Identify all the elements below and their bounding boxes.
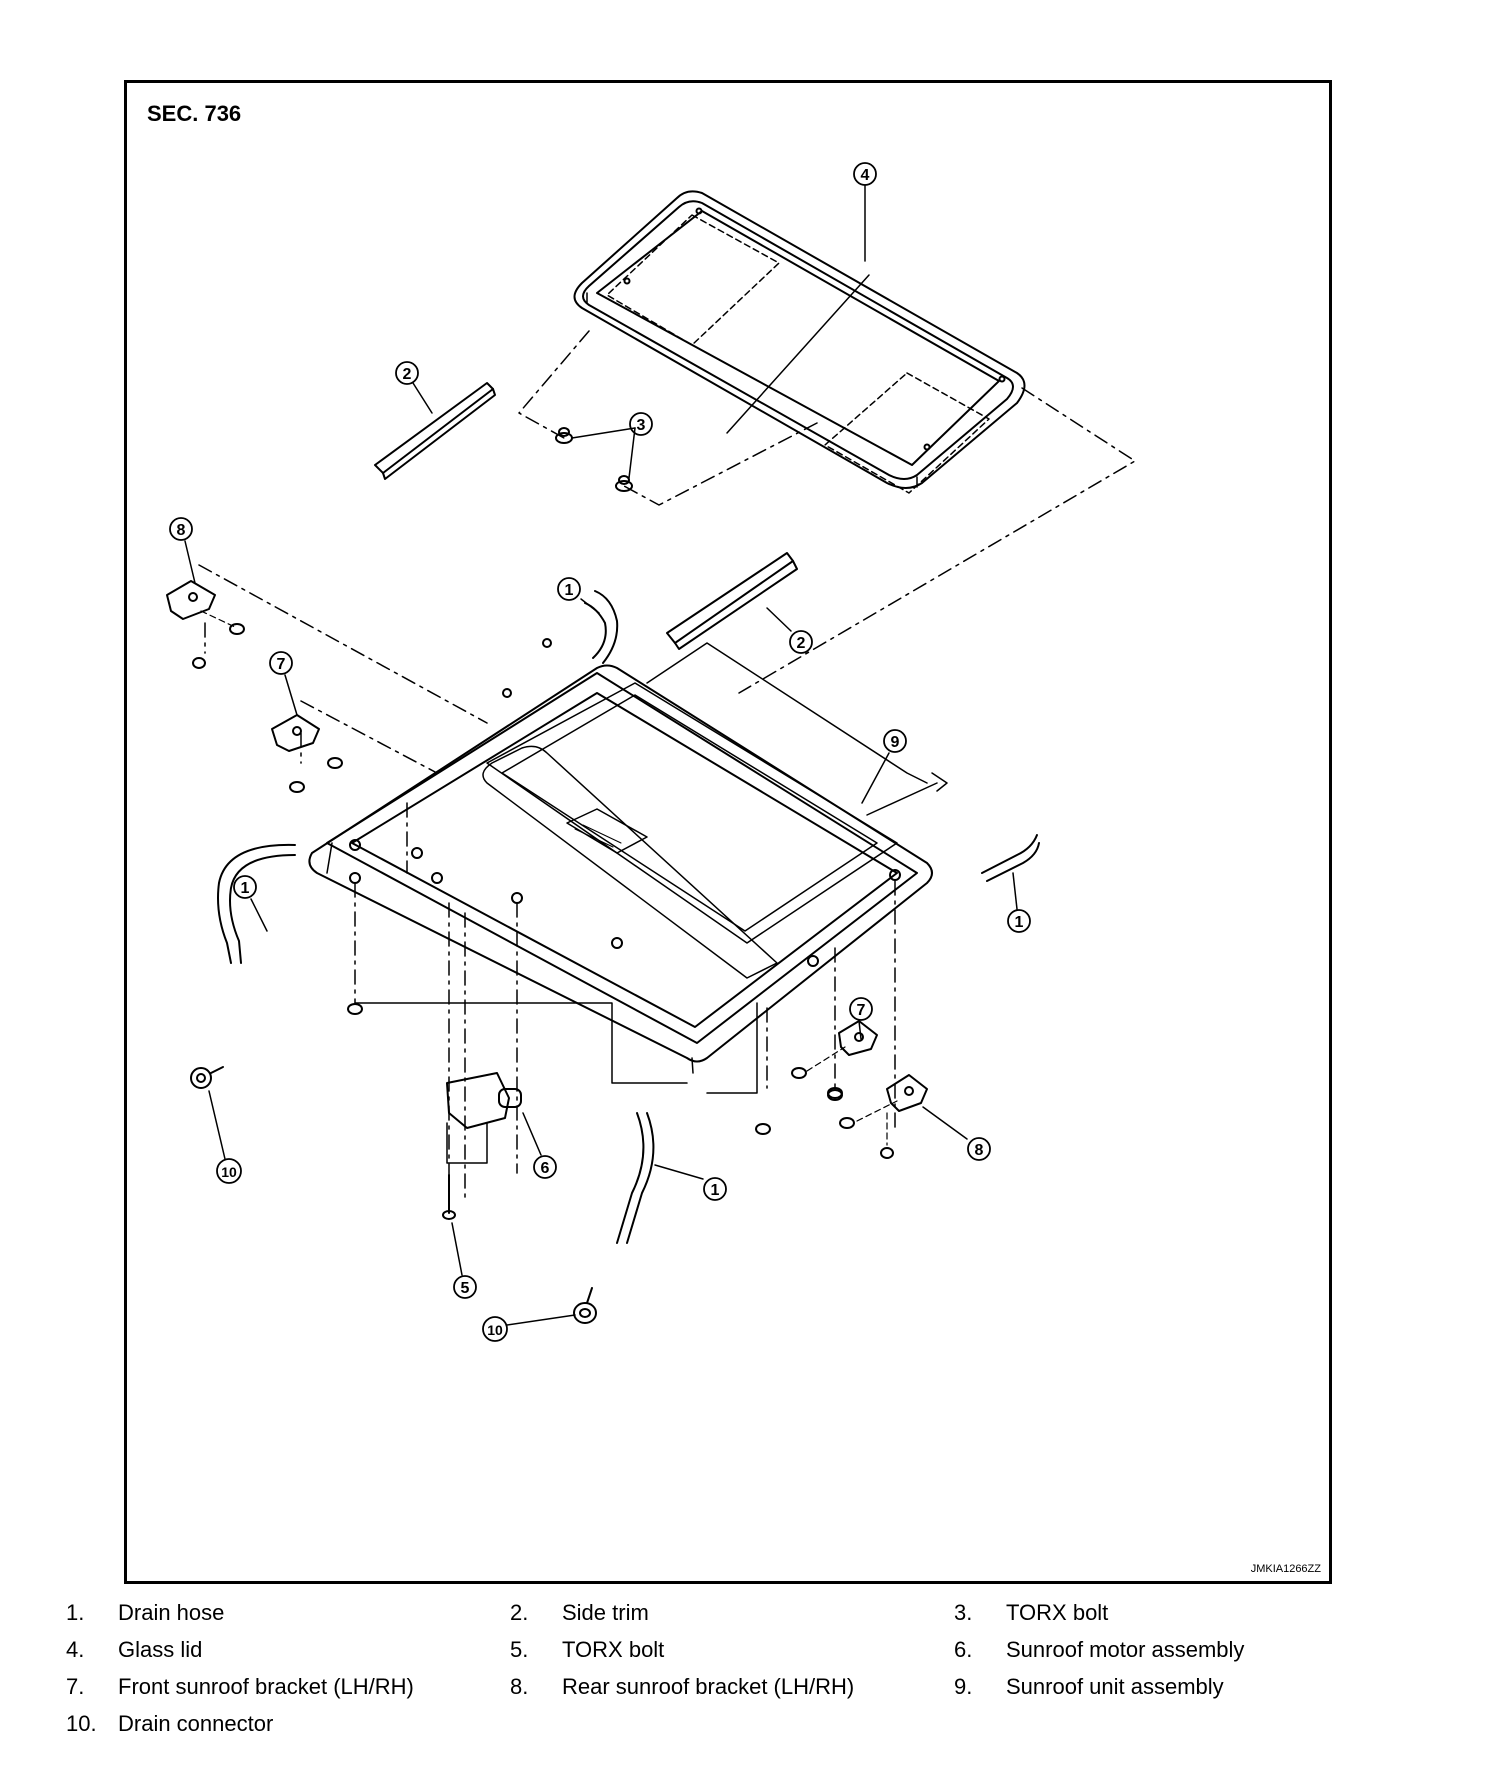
callout-6: 6 <box>533 1155 557 1179</box>
side-trim-upper <box>374 382 496 480</box>
legend-label: Drain connector <box>118 1711 274 1736</box>
glass-lid-drawing <box>573 190 1026 494</box>
section-label: SEC. 736 <box>147 101 242 126</box>
legend-label: TORX bolt <box>562 1637 665 1662</box>
sunroof-exploded-view: 4 2 3 8 7 1 2 9 1 1 7 10 6 8 1 5 10 <box>166 162 1136 1342</box>
svg-text:6: 6 <box>541 1160 550 1177</box>
legend-label: Glass lid <box>118 1637 203 1662</box>
legend-label: Sunroof unit assembly <box>1006 1674 1224 1699</box>
rear-bracket-right <box>839 1074 928 1159</box>
sunroof-unit-frame <box>308 638 948 1074</box>
svg-text:4: 4 <box>861 167 870 184</box>
legend-number: 10. <box>66 1711 97 1736</box>
figure-code: JMKIA1266ZZ <box>1250 1563 1321 1575</box>
callout-3: 3 <box>629 412 653 436</box>
svg-text:2: 2 <box>403 366 412 383</box>
legend-label: Front sunroof bracket (LH/RH) <box>118 1674 414 1699</box>
callout-1a: 1 <box>557 577 581 601</box>
sunroof-motor <box>446 1072 522 1164</box>
callout-8a: 8 <box>169 517 193 541</box>
torx-bolt-3b <box>615 475 633 492</box>
callout-markers: 4 2 3 8 7 1 2 9 1 1 7 10 6 8 1 5 10 <box>169 162 1031 1342</box>
alignment-lines <box>204 622 896 1209</box>
svg-text:7: 7 <box>277 656 286 673</box>
svg-text:10: 10 <box>221 1164 237 1180</box>
legend-number: 1. <box>66 1600 85 1625</box>
callout-4: 4 <box>853 162 877 186</box>
legend-number: 7. <box>66 1674 85 1699</box>
exploded-diagram-frame: SEC. 736 <box>124 80 1332 1584</box>
legend-label: Drain hose <box>118 1600 225 1625</box>
svg-text:1: 1 <box>711 1182 720 1199</box>
legend-label: Sunroof motor assembly <box>1006 1637 1245 1662</box>
callout-10b: 10 <box>482 1316 508 1342</box>
svg-text:1: 1 <box>1015 914 1024 931</box>
legend-number: 5. <box>510 1637 529 1662</box>
svg-text:2: 2 <box>797 635 806 652</box>
drain-connector-bottom <box>573 1287 597 1324</box>
callout-8b: 8 <box>967 1137 991 1161</box>
svg-text:1: 1 <box>565 582 574 599</box>
callout-1d: 1 <box>703 1177 727 1201</box>
drain-connector-left <box>190 1066 224 1089</box>
legend-number: 2. <box>510 1600 529 1625</box>
svg-text:1: 1 <box>241 880 250 897</box>
legend-number: 8. <box>510 1674 529 1699</box>
svg-text:7: 7 <box>857 1002 866 1019</box>
front-bracket-left <box>271 714 343 793</box>
legend-label: Side trim <box>562 1600 649 1625</box>
callout-2b: 2 <box>789 630 813 654</box>
drain-hoses <box>217 590 1040 1244</box>
svg-text:5: 5 <box>461 1280 470 1297</box>
callout-9: 9 <box>883 729 907 753</box>
svg-text:3: 3 <box>637 417 646 434</box>
callout-1c: 1 <box>1007 909 1031 933</box>
legend-label: Rear sunroof bracket (LH/RH) <box>562 1674 855 1699</box>
svg-text:10: 10 <box>487 1322 503 1338</box>
callout-5: 5 <box>453 1275 477 1299</box>
legend-number: 9. <box>954 1674 973 1699</box>
svg-text:8: 8 <box>177 522 186 539</box>
legend-number: 3. <box>954 1600 973 1625</box>
callout-2a: 2 <box>395 361 419 385</box>
nuts <box>347 1003 843 1135</box>
rear-bracket-left <box>166 580 245 669</box>
callout-7a: 7 <box>269 651 293 675</box>
side-trim-lower <box>666 552 798 650</box>
legend-label: TORX bolt <box>1006 1600 1109 1625</box>
leader-lines <box>184 184 1018 1326</box>
torx-bolt-5 <box>442 1174 456 1220</box>
svg-text:9: 9 <box>891 734 900 751</box>
svg-text:8: 8 <box>975 1142 984 1159</box>
callout-7b: 7 <box>849 997 873 1021</box>
legend-number: 6. <box>954 1637 973 1662</box>
callout-10a: 10 <box>216 1158 242 1184</box>
legend-number: 4. <box>66 1637 85 1662</box>
callout-1b: 1 <box>233 875 257 899</box>
